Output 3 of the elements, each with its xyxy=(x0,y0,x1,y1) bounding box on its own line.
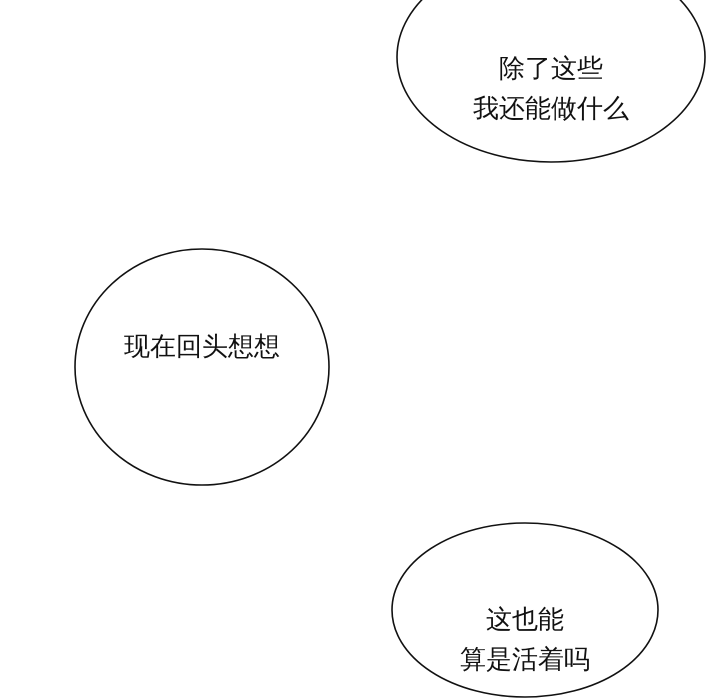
speech-text: 这也能算是活着吗 xyxy=(459,604,591,677)
speech-text: 除了这些我还能做什么 xyxy=(472,53,630,126)
speech-text: 现在回头想想 xyxy=(123,331,281,364)
